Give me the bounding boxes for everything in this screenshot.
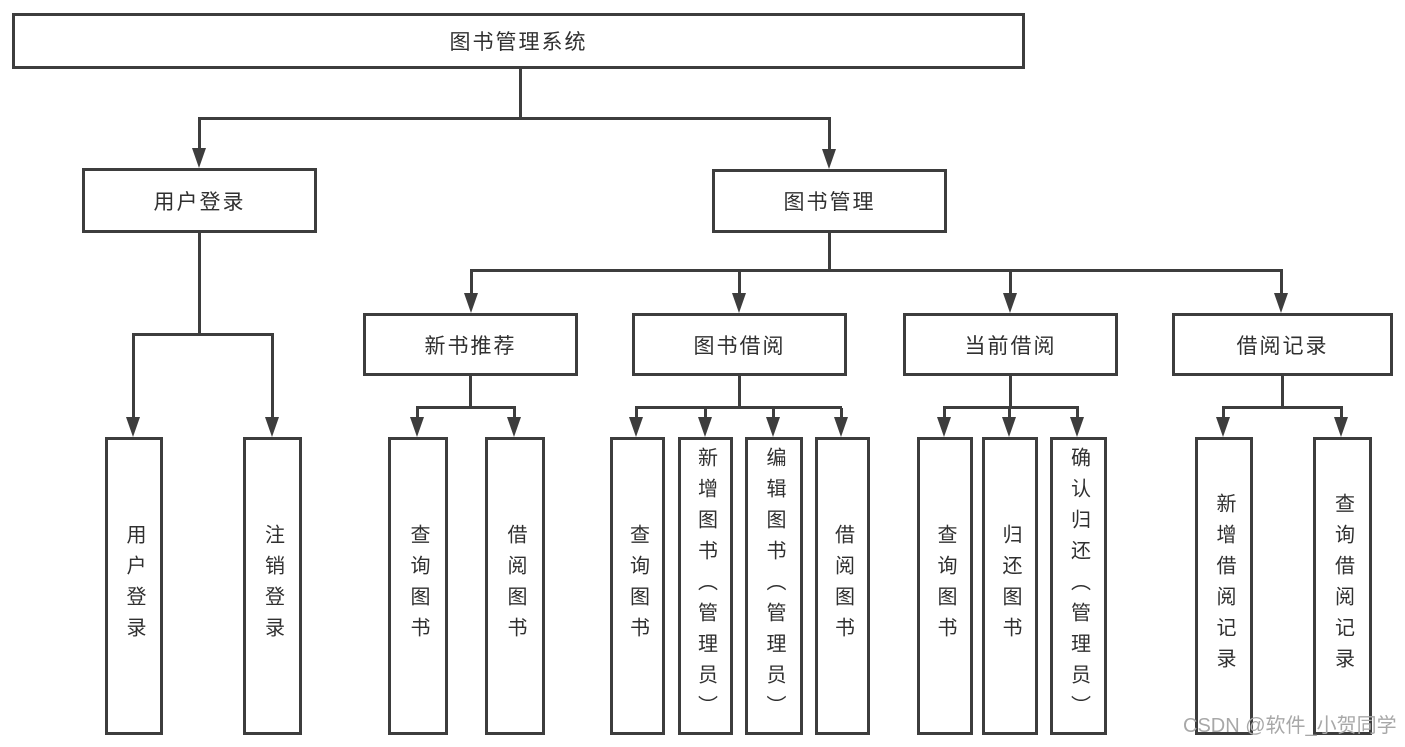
- connector-line: [470, 269, 1283, 272]
- node-label: 用户登录: [153, 190, 246, 214]
- arrow-down-icon: [126, 417, 140, 437]
- connector-line: [738, 376, 741, 408]
- connector-line: [513, 408, 516, 420]
- arrow-down-icon: [1002, 417, 1016, 437]
- node-current-borrow: 当前借阅: [903, 313, 1118, 376]
- arrow-down-icon: [822, 149, 836, 169]
- node-label: 图书管理系统: [449, 31, 588, 54]
- arrow-down-icon: [732, 293, 746, 313]
- connector-line: [271, 335, 274, 420]
- connector-line: [1281, 376, 1284, 408]
- leaf-confirm-return-admin: 确认归还（管理员）: [1050, 437, 1107, 735]
- node-label: 新书推荐: [424, 334, 517, 358]
- node-new-book-recommend: 新书推荐: [363, 313, 578, 376]
- leaf-borrow-books-recommend: 借阅图书: [485, 437, 545, 735]
- node-label: 图书借阅: [693, 334, 786, 358]
- connector-line: [1008, 408, 1011, 420]
- arrow-down-icon: [766, 417, 780, 437]
- node-label: 确认归还（管理员）: [1067, 446, 1090, 726]
- node-label: 图书管理: [783, 191, 876, 214]
- arrow-down-icon: [410, 417, 424, 437]
- connector-line: [470, 271, 473, 297]
- connector-line: [416, 408, 419, 420]
- arrow-down-icon: [265, 417, 279, 437]
- connector-line: [828, 119, 831, 152]
- node-label: 查询图书: [934, 524, 956, 648]
- connector-line: [416, 406, 516, 409]
- node-label: 新增借阅记录: [1213, 493, 1235, 679]
- leaf-query-books-borrow: 查询图书: [610, 437, 665, 735]
- arrow-down-icon: [1216, 417, 1230, 437]
- connector-line: [840, 408, 843, 420]
- leaf-return-books: 归还图书: [982, 437, 1038, 735]
- leaf-edit-books-admin: 编辑图书（管理员）: [745, 437, 803, 735]
- connector-line: [1222, 408, 1225, 420]
- connector-line: [738, 271, 741, 297]
- connector-line: [1222, 406, 1343, 409]
- node-user-login: 用户登录: [82, 168, 317, 233]
- node-label: 归还图书: [999, 524, 1021, 648]
- node-root-library-system: 图书管理系统: [12, 13, 1025, 69]
- arrow-down-icon: [1070, 417, 1084, 437]
- leaf-add-books-admin: 新增图书（管理员）: [678, 437, 733, 735]
- arrow-down-icon: [1334, 417, 1348, 437]
- connector-line: [519, 68, 522, 120]
- connector-line: [469, 376, 472, 408]
- connector-line: [1009, 271, 1012, 297]
- connector-line: [198, 233, 201, 336]
- arrow-down-icon: [937, 417, 951, 437]
- node-book-management: 图书管理: [712, 169, 947, 233]
- arrow-down-icon: [1003, 293, 1017, 313]
- node-label: 新增图书（管理员）: [694, 446, 717, 726]
- connector-line: [704, 408, 707, 420]
- leaf-user-login: 用户登录: [105, 437, 163, 735]
- connector-line: [828, 233, 831, 271]
- node-label: 查询图书: [407, 524, 429, 648]
- leaf-logout-login: 注销登录: [243, 437, 302, 735]
- leaf-query-borrow-record: 查询借阅记录: [1313, 437, 1372, 735]
- leaf-borrow-books-borrow: 借阅图书: [815, 437, 870, 735]
- arrow-down-icon: [834, 417, 848, 437]
- arrow-down-icon: [1274, 293, 1288, 313]
- node-label: 当前借阅: [964, 334, 1057, 358]
- connector-line: [1340, 408, 1343, 420]
- arrow-down-icon: [507, 417, 521, 437]
- connector-line: [198, 119, 201, 152]
- leaf-query-books-current: 查询图书: [917, 437, 973, 735]
- node-label: 用户登录: [123, 524, 145, 648]
- connector-line: [132, 333, 274, 336]
- connector-line: [1076, 408, 1079, 420]
- connector-line: [635, 408, 638, 420]
- node-book-borrow: 图书借阅: [632, 313, 847, 376]
- node-borrow-record: 借阅记录: [1172, 313, 1393, 376]
- leaf-add-borrow-record: 新增借阅记录: [1195, 437, 1253, 735]
- arrow-down-icon: [464, 293, 478, 313]
- node-label: 注销登录: [261, 524, 284, 648]
- connector-line: [132, 335, 135, 420]
- connector-line: [1009, 376, 1012, 408]
- connector-line: [943, 408, 946, 420]
- node-label: 编辑图书（管理员）: [763, 446, 785, 726]
- connector-line: [198, 117, 831, 120]
- connector-line: [772, 408, 775, 420]
- connector-line: [635, 406, 842, 409]
- node-label: 借阅图书: [831, 524, 854, 648]
- node-label: 借阅记录: [1236, 334, 1329, 358]
- arrow-down-icon: [192, 148, 206, 168]
- arrow-down-icon: [698, 417, 712, 437]
- csdn-watermark: CSDN @软件_小贺同学: [1183, 715, 1397, 737]
- node-label: 借阅图书: [504, 524, 526, 648]
- leaf-query-books-recommend: 查询图书: [388, 437, 448, 735]
- connector-line: [1280, 271, 1283, 297]
- connector-line: [943, 406, 1079, 409]
- arrow-down-icon: [629, 417, 643, 437]
- node-label: 查询图书: [626, 524, 649, 648]
- node-label: 查询借阅记录: [1331, 493, 1354, 679]
